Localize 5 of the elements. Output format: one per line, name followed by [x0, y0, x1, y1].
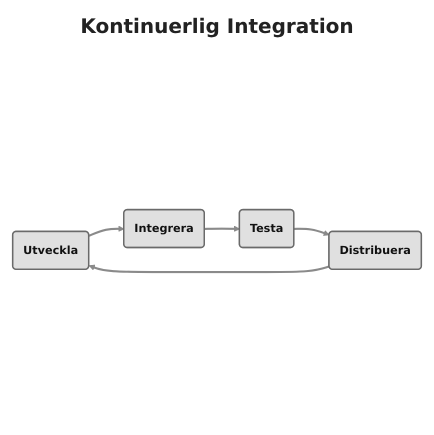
arrow [88, 264, 330, 273]
diagram-title: Kontinuerlig Integration [80, 14, 354, 38]
arrow [88, 225, 124, 236]
arrow [294, 227, 330, 236]
arrow [204, 225, 240, 232]
